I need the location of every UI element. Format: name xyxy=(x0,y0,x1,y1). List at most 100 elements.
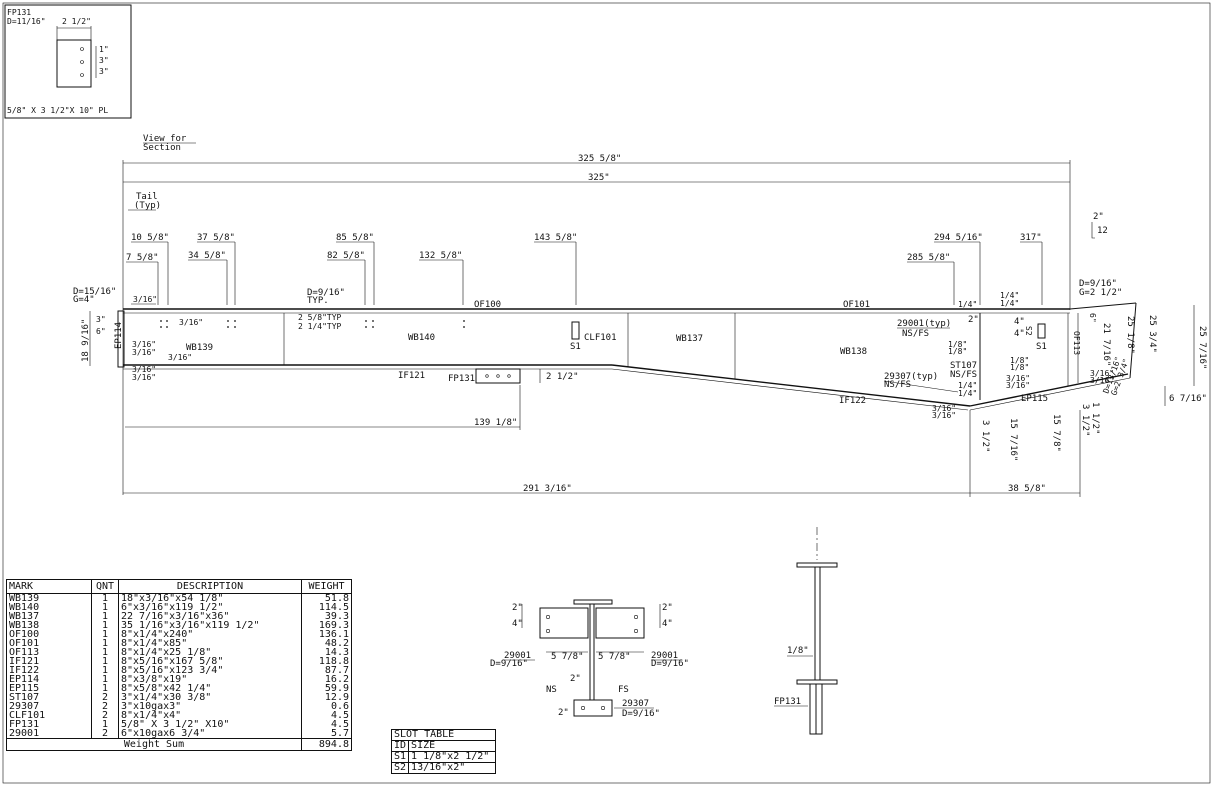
section-bottom-plate xyxy=(573,699,613,717)
section-stiffener-left xyxy=(539,607,589,639)
bom-cell-weight: 16.2 xyxy=(301,675,352,685)
dim-3-1-2-b: 3 1/2" xyxy=(1080,404,1090,437)
dim-21-7-16: 21 7/16" xyxy=(1101,323,1111,366)
dim-139-1-8: 139 1/8" xyxy=(474,418,517,428)
bom-cell-weight: 14.3 xyxy=(301,648,352,658)
label-s1-right: S1 xyxy=(1036,342,1047,352)
bom-cell-weight: 39.3 xyxy=(301,612,352,622)
bottom-flange-if122 xyxy=(611,364,971,407)
weld-3-16-h: 3/16" xyxy=(1006,374,1030,383)
dim-132-5-8: 132 5/8" xyxy=(419,251,462,261)
dim-15-7-8: 15 7/8" xyxy=(1051,414,1061,452)
label-wb139: WB139 xyxy=(186,343,213,353)
sec-part-29001-right: 29001 xyxy=(651,651,678,661)
bom-cell-weight: 59.9 xyxy=(301,684,352,694)
section-stiffener-right xyxy=(595,607,645,639)
hole-right-g: G=2 1/2" xyxy=(1079,288,1122,298)
detail-hole: D=11/16" xyxy=(7,17,46,26)
dim-85-5-8: 85 5/8" xyxy=(336,233,374,243)
label-29001: 29001(typ) xyxy=(897,319,951,329)
bom-cell-weight: 87.7 xyxy=(301,666,352,676)
sec-dim-4-b: 4" xyxy=(662,619,673,629)
dim-317: 317" xyxy=(1020,233,1042,243)
label-st107: ST107 xyxy=(950,361,977,371)
bom-cell-weight: 4.5 xyxy=(301,711,352,721)
hole-left-g: G=4" xyxy=(73,295,95,305)
sec-dim-2-d: 2" xyxy=(558,708,569,718)
label-29307: 29307(typ) xyxy=(884,372,938,382)
detail-spacing-3: 3" xyxy=(99,67,109,76)
bom-cell-weight: 48.2 xyxy=(301,639,352,649)
weld-3-16-a: 3/16" xyxy=(133,295,157,304)
dim-2-1-2: 2 1/2" xyxy=(546,372,579,382)
small-dimensions: 18 9/16" 3" 6" 2 5/8"TYP 2 1/4"TYP 2 1/2… xyxy=(81,291,1207,461)
detail-plate xyxy=(56,39,92,88)
hole-callouts: D=15/16" G=4" D=9/16" TYP. D=9/16" G=2 1… xyxy=(73,279,1122,306)
sec-width-left: 5 7/8" xyxy=(551,652,584,662)
cross-section: 2" 4" 2" 4" 29001 D=9/16" 5 7/8" 5 7/8" … xyxy=(490,599,689,719)
dim-3: 3" xyxy=(96,315,106,324)
dim-3-1-2: 3 1/2" xyxy=(980,420,990,453)
label-wb138: WB138 xyxy=(840,347,867,357)
detail-description: 5/8" X 3 1/2"X 10" PL xyxy=(7,106,108,115)
bom-cell-weight: 169.3 xyxy=(301,621,352,631)
dim-overall: 325 5/8" xyxy=(578,154,621,164)
ordinate-dimensions: 10 5/8" 7 5/8" 37 5/8" 34 5/8" 85 5/8" 8… xyxy=(126,212,1108,305)
side-view: 1/8" FP131 xyxy=(774,527,838,735)
view-label-1: View for xyxy=(143,134,187,144)
bom-header-weight: WEIGHT xyxy=(301,579,352,594)
bom-cell-weight: 0.6 xyxy=(301,702,352,712)
bom-cell-weight: 51.8 xyxy=(301,593,352,603)
detail-width: 2 1/2" xyxy=(62,17,91,26)
weld-3-16-j: 3/16" xyxy=(1090,369,1114,378)
slope-run: 2" xyxy=(1093,212,1104,222)
bom-cell-description: 6"x10gax6 3/4" xyxy=(118,729,302,739)
slope-rise: 12 xyxy=(1097,226,1108,236)
side-top-flange xyxy=(796,562,838,568)
dim-2-1-4-typ: 2 1/4"TYP xyxy=(298,322,342,331)
slot-row-id: S2 xyxy=(390,762,410,774)
slot-s1 xyxy=(571,321,580,340)
bottom-dimensions: 139 1/8" 291 3/16" 38 5/8" xyxy=(123,385,1081,497)
slot-table-title: SLOT TABLE xyxy=(391,729,496,741)
label-nsfs-29001: NS/FS xyxy=(902,329,929,339)
bom-sum-label: Weight Sum xyxy=(6,738,302,751)
weld-3-16-c: 3/16" xyxy=(132,340,156,349)
dim-1-4-b: 1/4" xyxy=(1000,299,1019,308)
label-ep115: EP115 xyxy=(1021,394,1048,404)
dim-37-5-8: 37 5/8" xyxy=(197,233,235,243)
hole-mid-d: D=9/16" xyxy=(307,288,345,298)
weld-1-8-d: 1/8" xyxy=(1010,363,1029,372)
dim-4-a: 4" xyxy=(1014,317,1025,327)
slot-header-size: SIZE xyxy=(408,740,496,752)
label-nsfs-29307: NS/FS xyxy=(884,380,911,390)
bom-cell-weight: 136.1 xyxy=(301,630,352,640)
weld-3-16-d: 3/16" xyxy=(132,348,156,357)
slot-row-size: 13/16"x2" xyxy=(408,762,496,774)
dim-1-4-d: 1/4" xyxy=(958,389,977,398)
label-if122: IF122 xyxy=(839,396,866,406)
bom-cell-weight: 4.5 xyxy=(301,720,352,730)
bom-cell-qnt: 2 xyxy=(91,729,119,739)
dim-10-5-8: 10 5/8" xyxy=(131,233,169,243)
detail-spacing-2: 3" xyxy=(99,56,109,65)
label-clf101: CLF101 xyxy=(584,333,617,343)
dim-6-7-16: 6 7/16" xyxy=(1169,394,1207,404)
dim-291-3-16: 291 3/16" xyxy=(523,484,572,494)
side-bottom-flange xyxy=(796,679,838,685)
sec-dim-2-a: 2" xyxy=(512,603,523,613)
dim-2-5-8-typ: 2 5/8"TYP xyxy=(298,313,342,322)
detail-box-fp131: FP131 D=11/16" 2 1/2" 1" 3" 3" 5/8" X 3 … xyxy=(4,4,132,119)
end-plate-ep114 xyxy=(117,310,125,368)
girder-elevation xyxy=(117,302,1137,411)
